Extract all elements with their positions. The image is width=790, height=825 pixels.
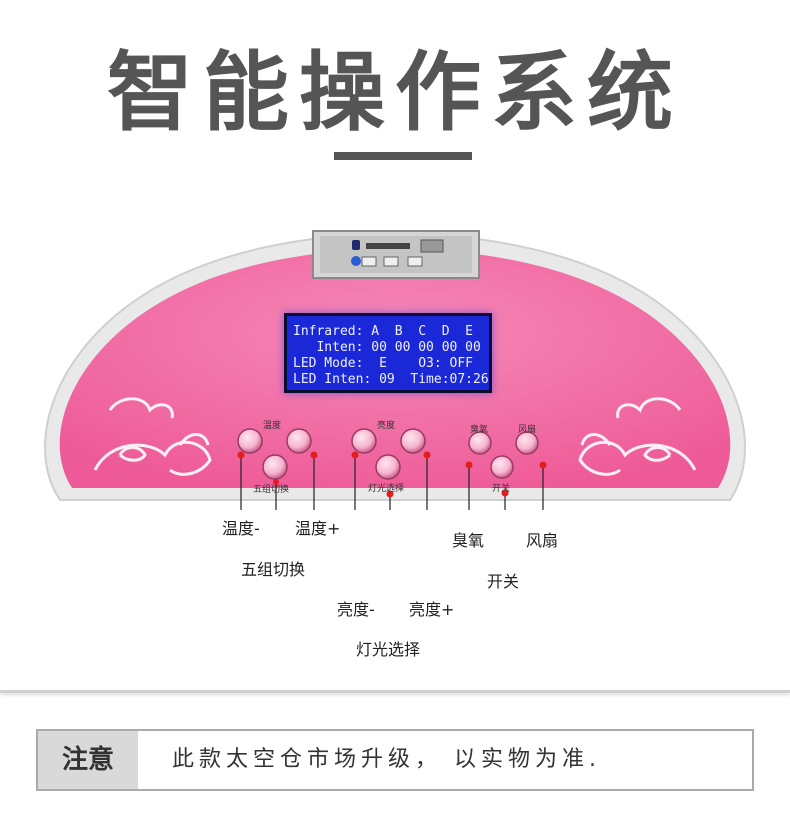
fan-button (515, 431, 539, 455)
panel-label-temperature: 温度 (263, 421, 282, 431)
temp-plus-button (286, 428, 312, 454)
lcd-line-3: LED Mode: E O3: OFF (293, 356, 474, 371)
page-title: 智能操作系统 (107, 43, 683, 143)
callout-dots (237, 451, 547, 498)
lcd-line-2: Inten: 00 00 00 00 00 (293, 340, 481, 355)
panel-label-light-select: 灯光选择 (368, 484, 405, 494)
panel-label-ozone: 臭氧 (470, 425, 489, 435)
callout-light-select: 灯光选择 (356, 640, 421, 659)
callout-bright-plus: 亮度+ (409, 600, 455, 619)
callout-power: 开关 (487, 572, 520, 591)
audio-module (312, 230, 480, 279)
callout-temp-minus: 温度- (222, 519, 260, 538)
light-select-button (375, 454, 401, 480)
callout-fan: 风扇 (526, 531, 559, 550)
notice-text: 此款太空仓市场升级， 以实物为准. (172, 747, 601, 772)
callout-lines (240, 455, 544, 510)
panel-label-power: 开关 (492, 484, 511, 494)
bright-minus-button (351, 428, 377, 454)
lcd-line-1: Infrared: A B C D E (293, 324, 474, 339)
title-underline (334, 152, 472, 160)
lcd-line-4: LED Inten: 09 Time:07:26 (293, 372, 489, 387)
panel-label-group-switch: 五组切换 (253, 485, 290, 495)
buttons (237, 428, 539, 480)
panel-label-fan: 风扇 (518, 425, 537, 435)
bright-plus-button (400, 428, 426, 454)
section-divider (0, 690, 790, 693)
power-button (490, 455, 514, 479)
cloud-decoration-right (578, 397, 697, 476)
group-switch-button (262, 454, 288, 480)
callout-temp-plus: 温度+ (295, 519, 341, 538)
notice-label: 注意 (38, 731, 138, 789)
temp-minus-button (237, 428, 263, 454)
callout-ozone: 臭氧 (452, 531, 485, 550)
callout-bright-minus: 亮度- (337, 600, 375, 619)
cloud-decoration-left (93, 397, 212, 476)
lcd-display: Infrared: A B C D E Inten: 00 00 00 00 0… (284, 313, 492, 393)
callout-group-switch: 五组切换 (241, 560, 306, 579)
panel-label-brightness: 亮度 (377, 421, 396, 431)
ozone-button (468, 431, 492, 455)
notice-box: 注意 此款太空仓市场升级， 以实物为准. (36, 729, 754, 791)
